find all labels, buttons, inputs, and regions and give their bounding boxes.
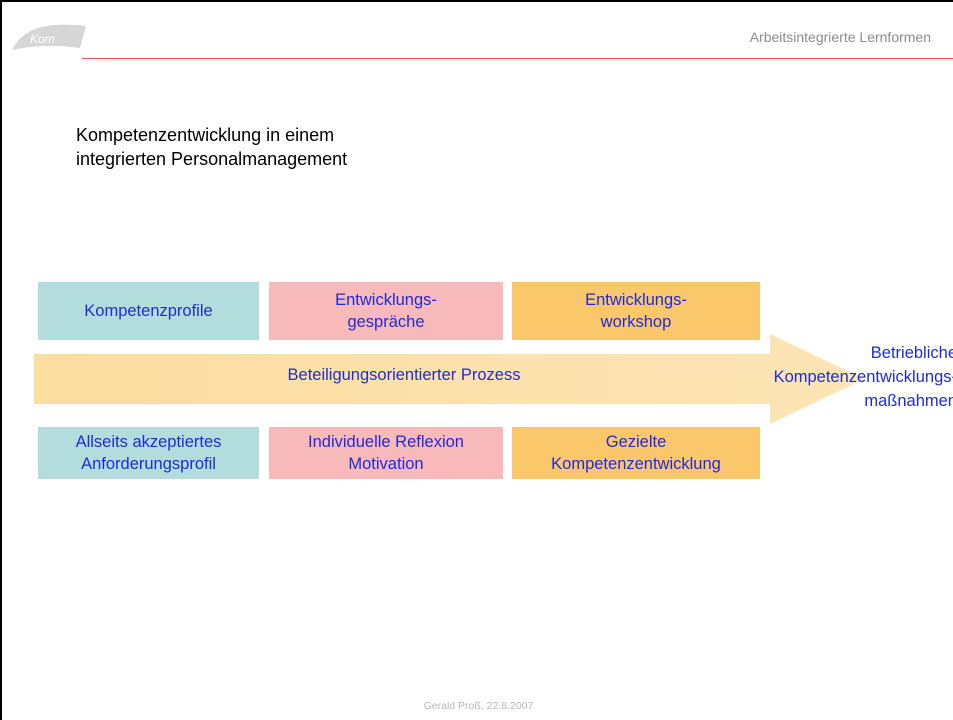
outcome-label: Betriebliche Kompetenzentwicklungs- maßn… bbox=[774, 341, 953, 413]
box-text-line: Kompetenzentwicklung bbox=[551, 455, 721, 473]
slide-title-line: integrierten Personalmanagement bbox=[76, 149, 348, 169]
outcome-line: Betriebliche bbox=[870, 344, 953, 362]
header-title: Arbeitsintegrierte Lernformen bbox=[749, 29, 931, 45]
outcome-line: Kompetenzentwicklungs- bbox=[773, 368, 953, 386]
box-text-line: Gezielte bbox=[605, 433, 667, 451]
box-text-line: gespräche bbox=[347, 313, 425, 331]
box-text-line: Allseits akzeptiertes bbox=[75, 433, 222, 451]
box-text-line: Individuelle Reflexion bbox=[308, 433, 464, 451]
box-text-line: Entwicklungs- bbox=[335, 291, 437, 309]
header-divider bbox=[82, 58, 953, 59]
outcome-line: maßnahmen bbox=[864, 392, 953, 410]
box-anforderungsprofil: Allseits akzeptiertes Anforderungsprofil bbox=[38, 427, 259, 479]
kom-logo: Kom bbox=[12, 24, 86, 50]
box-reflexion-motivation: Individuelle Reflexion Motivation bbox=[269, 427, 503, 479]
box-text-line: Motivation bbox=[348, 455, 424, 473]
box-text-line: workshop bbox=[600, 313, 672, 331]
slide-title: Kompetenzentwicklung in einem integriert… bbox=[76, 123, 347, 171]
box-entwicklungsgespraeche: Entwicklungs- gespräche bbox=[269, 282, 503, 340]
slide-title-line: Kompetenzentwicklung in einem bbox=[76, 125, 335, 145]
logo-text: Kom bbox=[30, 32, 55, 46]
footer-author-date: Gerald Proß, 22.8.2007 bbox=[423, 700, 534, 712]
box-kompetenzprofile: Kompetenzprofile bbox=[38, 282, 259, 340]
box-gezielte-kompetenzentwicklung: Gezielte Kompetenzentwicklung bbox=[512, 427, 760, 479]
arrow-label: Beteiligungsorientierter Prozess bbox=[287, 366, 521, 384]
box-text-line: Kompetenzprofile bbox=[84, 302, 213, 320]
box-text-line: Anforderungsprofil bbox=[81, 455, 216, 473]
box-entwicklungsworkshop: Entwicklungs- workshop bbox=[512, 282, 760, 340]
box-text-line: Entwicklungs- bbox=[585, 291, 687, 309]
process-arrow bbox=[34, 334, 864, 424]
